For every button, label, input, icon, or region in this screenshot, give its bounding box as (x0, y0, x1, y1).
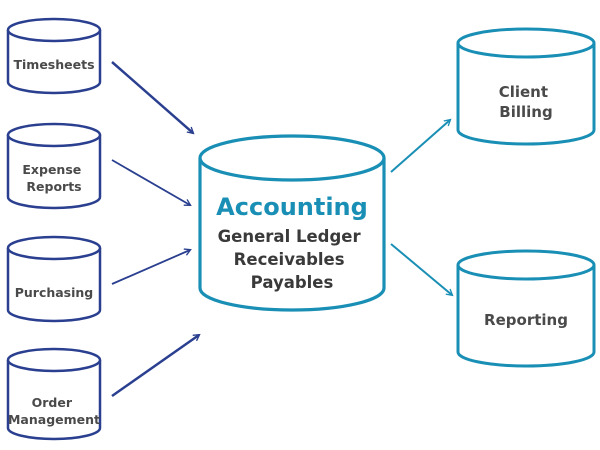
cylinder-body (6, 360, 102, 441)
cylinder-body (456, 265, 596, 368)
output-reporting: Reporting (456, 249, 596, 368)
cylinder-top (456, 249, 596, 281)
input-label: Timesheets (13, 57, 94, 72)
hub-details: General Ledger Receivables Payables (218, 227, 367, 292)
output-label: Client Billing (499, 83, 554, 121)
output-client-billing: Client Billing (456, 27, 596, 146)
cylinder-top (456, 27, 596, 59)
arrow-expense-reports-to-accounting (111, 159, 190, 205)
output-label: Reporting (484, 311, 568, 329)
cylinder-body (198, 158, 386, 312)
arrow-purchasing-to-accounting (111, 250, 190, 285)
input-label: Expense Reports (22, 162, 85, 194)
accounting-hub: Accounting General Ledger Receivables Pa… (198, 134, 386, 312)
input-label: Order Management (8, 395, 100, 427)
cylinder-top (6, 235, 102, 261)
cylinder-top (6, 17, 102, 43)
arrow-accounting-to-client-billing (390, 120, 450, 173)
input-purchasing: Purchasing (6, 235, 102, 323)
hub-title: Accounting (216, 193, 368, 221)
cylinder-top (6, 347, 102, 373)
cylinder-body (6, 135, 102, 210)
cylinder-top (198, 134, 386, 182)
input-label: Purchasing (15, 285, 94, 300)
input-timesheets: Timesheets (6, 17, 102, 95)
cylinder-top (6, 122, 102, 148)
input-order-management: Order Management (6, 347, 102, 441)
arrow-order-management-to-accounting (111, 335, 199, 398)
cylinder-body (456, 43, 596, 146)
input-expense-reports: Expense Reports (6, 122, 102, 210)
cylinder-body (6, 30, 102, 95)
cylinder-body (6, 248, 102, 323)
arrow-accounting-to-reporting (390, 243, 452, 295)
arrow-timesheets-to-accounting (111, 61, 193, 133)
